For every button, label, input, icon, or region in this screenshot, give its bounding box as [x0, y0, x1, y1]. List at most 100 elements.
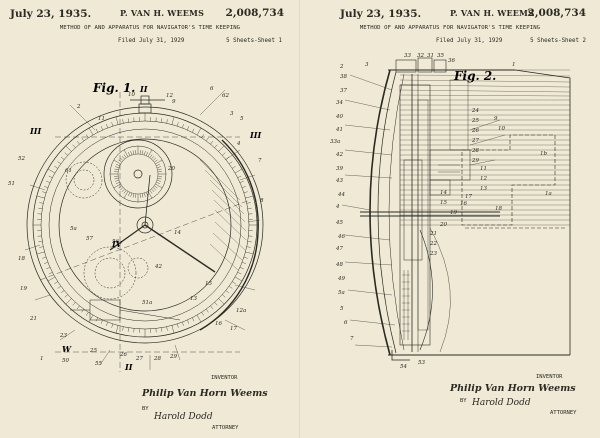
dial-tick: [218, 145, 225, 152]
dial-tick: [127, 327, 129, 332]
dial-tick: [237, 175, 242, 178]
svg-text:III: III: [29, 126, 41, 136]
dial-tick: [247, 207, 252, 209]
svg-text:34: 34: [336, 100, 343, 106]
svg-text:49: 49: [337, 276, 345, 282]
seconds-tick: [115, 164, 120, 167]
seconds-tick: [130, 192, 133, 197]
svg-text:6: 6: [344, 320, 348, 326]
svg-text:1: 1: [40, 356, 44, 362]
svg-text:62: 62: [222, 93, 229, 99]
svg-text:7: 7: [350, 336, 354, 342]
svg-text:26: 26: [471, 128, 479, 134]
dial-tick: [54, 281, 58, 284]
dial-tick: [111, 122, 114, 127]
dial-tick: [205, 309, 209, 313]
dial-tick: [229, 161, 233, 165]
svg-text:32: 32: [417, 53, 424, 59]
dial-tick: [76, 305, 80, 310]
svg-text:2: 2: [339, 64, 344, 70]
seconds-tick: [154, 185, 158, 189]
svg-text:14: 14: [440, 190, 447, 196]
dial-tick: [171, 325, 175, 334]
svg-text:17: 17: [465, 194, 472, 200]
dial-tick: [54, 166, 58, 169]
svg-text:4: 4: [236, 141, 241, 147]
dial-tick: [237, 272, 242, 275]
svg-text:47: 47: [335, 246, 343, 252]
svg-text:23: 23: [59, 333, 67, 339]
dial-tick: [122, 119, 124, 124]
dial-tick: [46, 180, 51, 183]
svg-text:12: 12: [166, 93, 173, 99]
dial-tick: [239, 267, 244, 270]
dial-tick: [111, 323, 114, 328]
dial-tick: [245, 251, 254, 255]
dial-tick: [72, 302, 76, 306]
svg-text:29: 29: [471, 158, 479, 164]
svg-text:29: 29: [169, 354, 177, 360]
svg-text:16: 16: [460, 201, 467, 207]
seconds-tick: [128, 192, 131, 197]
svg-text:6: 6: [210, 86, 214, 92]
svg-text:51a: 51a: [142, 300, 152, 306]
svg-text:33a: 33a: [330, 139, 340, 145]
dial-tick: [100, 126, 103, 131]
svg-text:14: 14: [174, 230, 181, 236]
dial-tick: [72, 144, 76, 148]
svg-text:19: 19: [20, 286, 27, 292]
svg-text:20: 20: [439, 222, 447, 228]
dial-tick: [161, 327, 163, 332]
svg-text:54: 54: [400, 364, 407, 370]
dial-tick: [246, 246, 251, 248]
dial-tick: [81, 309, 85, 313]
dial-tick: [210, 140, 214, 145]
seconds-tick: [121, 188, 125, 192]
dial-tick: [47, 168, 56, 174]
dial-tick: [127, 118, 129, 123]
dial-tick: [100, 319, 103, 324]
seconds-tick: [130, 151, 133, 156]
dial-tick: [44, 262, 48, 264]
dial-tick: [166, 119, 168, 124]
svg-text:18: 18: [18, 256, 25, 262]
dial-tick: [243, 191, 248, 194]
dial-tick: [166, 326, 168, 331]
seconds-tick: [143, 151, 146, 156]
seconds-tick: [157, 168, 162, 171]
dial-tick: [225, 290, 230, 294]
svg-text:38: 38: [340, 74, 347, 80]
svg-text:IV: IV: [111, 239, 123, 249]
svg-text:7: 7: [258, 158, 262, 164]
dial-tick: [47, 276, 56, 282]
dial-tick: [222, 152, 226, 156]
dial-tick: [115, 116, 119, 125]
figure-label: Fig. 1.: [92, 81, 135, 95]
svg-text:5a: 5a: [338, 290, 345, 296]
dial-tick: [187, 319, 190, 324]
svg-text:26: 26: [119, 352, 127, 358]
seconds-tick: [156, 179, 161, 182]
seconds-tick: [147, 149, 153, 157]
attorney-signature: Harold Dodd: [154, 412, 213, 422]
inventor-signature: Philip Van Horn Weems: [142, 388, 268, 399]
svg-text:42: 42: [335, 152, 343, 158]
svg-text:21: 21: [429, 231, 437, 237]
dial-tick: [38, 241, 43, 243]
seconds-tick: [151, 188, 155, 192]
dial-tick: [246, 202, 251, 204]
seconds-tick: [154, 159, 158, 163]
seconds-tick: [113, 159, 121, 165]
svg-text:12: 12: [480, 176, 487, 182]
inventor-label: INVENTOR: [536, 374, 563, 380]
svg-text:27: 27: [135, 356, 143, 362]
seconds-tick: [115, 181, 120, 184]
dial-tick: [210, 305, 214, 310]
svg-text:48: 48: [335, 262, 343, 268]
svg-text:1b: 1b: [540, 151, 547, 157]
svg-text:36: 36: [448, 58, 455, 64]
seconds-tick: [152, 187, 156, 191]
dial-tick: [106, 322, 108, 326]
